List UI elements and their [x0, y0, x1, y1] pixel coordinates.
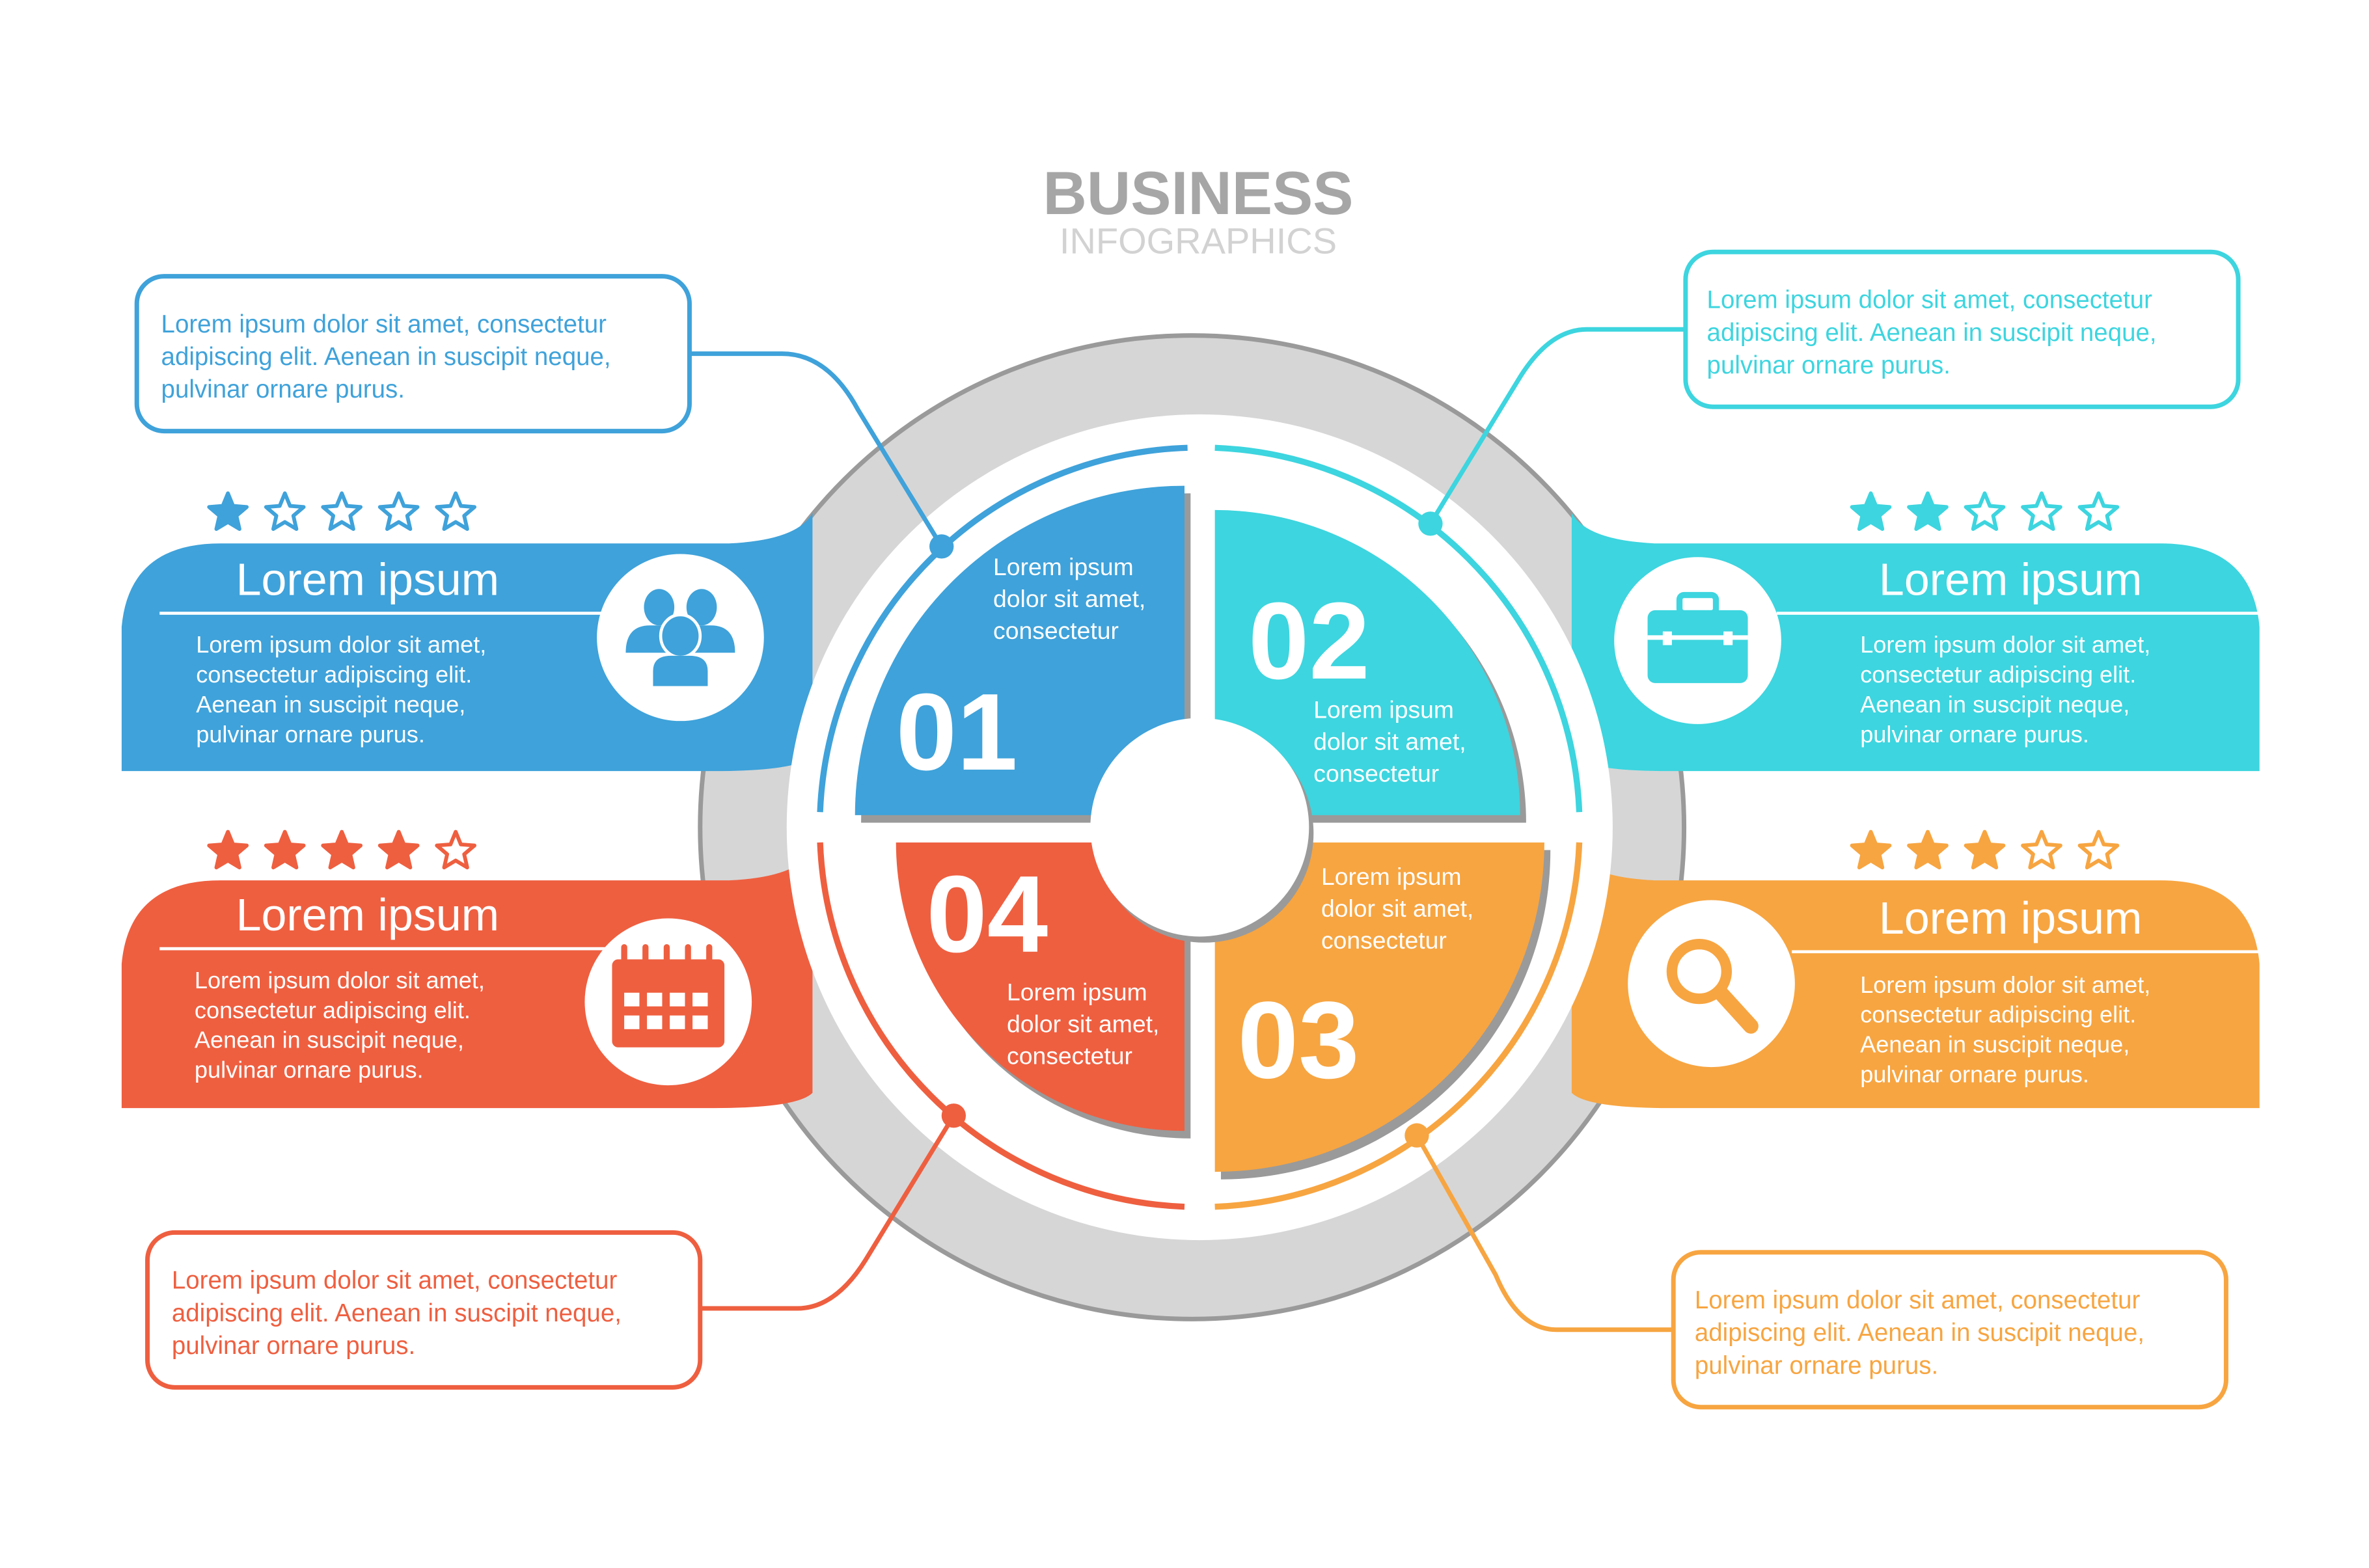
quadrant-text-line: dolor sit amet, [1313, 728, 1466, 755]
star-filled-icon [264, 830, 306, 870]
star-empty-icon [2021, 491, 2062, 531]
star-filled-icon [1850, 491, 1892, 531]
panel-body-line: Aenean in suscipit neque, [196, 691, 465, 718]
star-empty-icon [377, 491, 420, 531]
callout-text-line: Lorem ipsum dolor sit amet, consectetur [172, 1267, 618, 1295]
panel-body-line: consectetur adipiscing elit. [195, 997, 471, 1023]
panel-body-line: consectetur adipiscing elit. [1860, 661, 2136, 688]
callout-text-line: adipiscing elit. Aenean in suscipit nequ… [1695, 1319, 2144, 1347]
star-filled-icon [1907, 830, 1949, 870]
ring-arc [817, 444, 1188, 813]
callout-text-line: Lorem ipsum dolor sit amet, consectetur [1707, 286, 2153, 314]
people-icon [625, 589, 735, 686]
ring-arc [817, 842, 1185, 1210]
quadrant-02 [1214, 509, 1520, 815]
subtitle: INFOGRAPHICS [1060, 221, 1337, 262]
callout-box [134, 274, 692, 434]
quadrant-04 [896, 842, 1184, 1131]
quadrant-text-line: consectetur [993, 617, 1119, 644]
panel-body-line: consectetur adipiscing elit. [196, 661, 472, 688]
panel-title: Lorem ipsum [236, 554, 500, 605]
panel-body-line: pulvinar ornare purus. [1860, 721, 2089, 748]
callout-box [1671, 1250, 2228, 1410]
callout-box [1683, 249, 2241, 409]
panel-body-line: Aenean in suscipit neque, [195, 1027, 464, 1053]
star-empty-icon [435, 491, 477, 531]
panel-body-line: pulvinar ornare purus. [1860, 1061, 2089, 1088]
center-hole [1090, 718, 1309, 937]
callout-text-line: pulvinar ornare purus. [161, 375, 405, 403]
callout-text-line: pulvinar ornare purus. [1707, 351, 1951, 379]
quadrant-text-line: consectetur [1321, 926, 1447, 954]
panel-body-line: Lorem ipsum dolor sit amet, [195, 967, 485, 994]
star-filled-icon [321, 830, 363, 870]
quadrant-text-line: Lorem ipsum [1313, 696, 1454, 723]
quadrant-text-line: dolor sit amet, [1321, 895, 1473, 922]
connector-dot [1418, 511, 1443, 536]
icon-badge [1628, 900, 1795, 1068]
quadrant-text-line: Lorem ipsum [1007, 978, 1147, 1005]
quadrant-number: 03 [1238, 979, 1360, 1101]
quadrant-number: 04 [926, 853, 1048, 975]
star-empty-icon [321, 491, 363, 531]
connector-dot [941, 1103, 966, 1128]
connector-line [688, 351, 944, 548]
callout-text-line: pulvinar ornare purus. [172, 1332, 415, 1360]
star-filled-icon [1907, 491, 1949, 531]
panel-body-line: Aenean in suscipit neque, [1860, 1031, 2129, 1058]
panel-body-line: Aenean in suscipit neque, [1860, 691, 2129, 718]
star-empty-icon [1964, 491, 2006, 531]
magnifier-icon [1666, 938, 1759, 1034]
callout-box [145, 1230, 703, 1390]
star-filled-icon [1850, 830, 1892, 870]
panel-title: Lorem ipsum [1879, 893, 2142, 943]
star-filled-icon [1964, 830, 2006, 870]
quadrant-number: 01 [896, 671, 1018, 793]
callout-text-line: adipiscing elit. Aenean in suscipit nequ… [172, 1299, 622, 1327]
connector-line [1414, 1134, 1674, 1332]
callout-text-line: Lorem ipsum dolor sit amet, consectetur [161, 310, 607, 338]
star-filled-icon [207, 830, 249, 870]
connector-dot [929, 534, 954, 559]
callout-text-line: pulvinar ornare purus. [1695, 1351, 1938, 1379]
quadrant-number: 02 [1248, 580, 1370, 702]
star-empty-icon [2021, 830, 2062, 870]
star-empty-icon [435, 830, 477, 870]
quadrant-text-line: dolor sit amet, [993, 585, 1145, 612]
star-empty-icon [264, 491, 306, 531]
ring-arc [1214, 842, 1583, 1210]
panel-title: Lorem ipsum [236, 889, 500, 940]
briefcase-icon [1647, 591, 1748, 683]
panel-body-line: pulvinar ornare purus. [196, 721, 425, 748]
star-filled-icon [377, 830, 420, 870]
title: BUSINESS [1043, 159, 1353, 227]
quadrant-text-line: dolor sit amet, [1007, 1010, 1159, 1037]
callout-text-line: adipiscing elit. Aenean in suscipit nequ… [161, 343, 611, 371]
quadrant-text-line: consectetur [1313, 760, 1439, 787]
panel-body-line: Lorem ipsum dolor sit amet, [196, 631, 486, 658]
quadrant-01 [855, 485, 1184, 815]
callout-text-line: adipiscing elit. Aenean in suscipit nequ… [1707, 319, 2157, 347]
star-empty-icon [2077, 491, 2120, 531]
panel-body-line: Lorem ipsum dolor sit amet, [1860, 631, 2150, 658]
ring-arc [1214, 444, 1583, 813]
connector-line [698, 1114, 956, 1311]
quadrant-03 [1214, 842, 1544, 1172]
callout-text-line: Lorem ipsum dolor sit amet, consectetur [1695, 1286, 2141, 1314]
connector-line [1428, 327, 1686, 525]
star-filled-icon [207, 491, 249, 531]
quadrant-text-line: consectetur [1007, 1042, 1132, 1069]
quadrant-text-line: Lorem ipsum [1321, 863, 1462, 890]
calendar-icon [612, 944, 725, 1048]
connector-dot [1404, 1123, 1429, 1148]
panel-body-line: consectetur adipiscing elit. [1860, 1001, 2136, 1028]
panel-body-line: Lorem ipsum dolor sit amet, [1860, 971, 2150, 998]
star-empty-icon [2077, 830, 2120, 870]
panel-title: Lorem ipsum [1879, 554, 2142, 605]
quadrant-text-line: Lorem ipsum [993, 553, 1134, 580]
panel-body-line: pulvinar ornare purus. [195, 1057, 424, 1083]
